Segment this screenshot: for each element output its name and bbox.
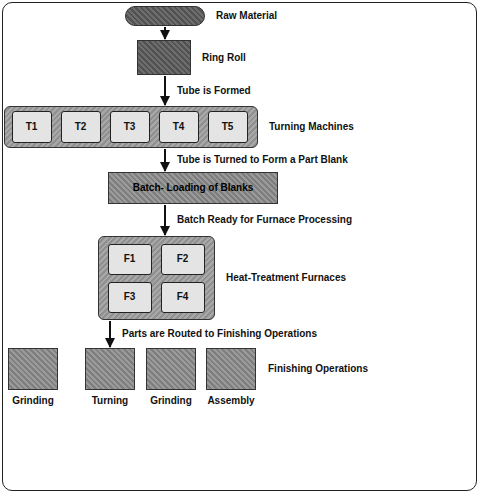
arrow-label: Tube is Turned to Form a Part Blank xyxy=(175,154,350,166)
ring-roll-box: Ring Roll xyxy=(137,40,191,75)
node-text: Turning xyxy=(92,395,128,407)
flow-arrow xyxy=(164,76,166,105)
node-text: Heat-Treatment Furnaces xyxy=(226,272,346,284)
node-text: F1 xyxy=(124,253,136,265)
flow-arrow xyxy=(164,149,166,171)
finishing-box: Assembly xyxy=(206,348,256,390)
machine-box: T4 xyxy=(159,111,199,143)
node-text: Turning Machines xyxy=(269,121,354,133)
flow-arrow xyxy=(109,321,111,347)
furnace-box: F1 xyxy=(108,244,152,275)
node-text: F4 xyxy=(177,291,189,303)
node-text: T3 xyxy=(124,121,136,133)
node-text: T2 xyxy=(75,121,87,133)
node-text: Raw Material xyxy=(216,10,277,22)
furnace-box: F3 xyxy=(108,282,152,313)
node-text: Ring Roll xyxy=(202,52,246,64)
node-text: Grinding xyxy=(12,395,54,407)
machine-box: T1 xyxy=(12,111,52,143)
node-text: F3 xyxy=(124,291,136,303)
node-text: F2 xyxy=(177,253,189,265)
batch-box: Batch- Loading of Blanks xyxy=(108,172,278,204)
node-text: T4 xyxy=(173,121,185,133)
node-text: Batch- Loading of Blanks xyxy=(133,182,254,194)
outer-frame xyxy=(2,2,477,491)
flow-arrow xyxy=(164,27,166,39)
finishing-box: Grinding xyxy=(146,348,196,390)
furnace-box: F2 xyxy=(161,244,205,275)
arrow-label: Parts are Routed to Finishing Operations xyxy=(120,328,319,340)
section-label: Finishing Operations xyxy=(268,363,368,375)
machine-box: T2 xyxy=(61,111,101,143)
furnace-group: Heat-Treatment FurnacesF1F2F3F4 xyxy=(98,236,215,320)
node-text: T5 xyxy=(222,121,234,133)
machine-box: T5 xyxy=(208,111,248,143)
machine-group: Turning MachinesT1T2T3T4T5 xyxy=(4,106,258,148)
furnace-box: F4 xyxy=(161,282,205,313)
arrow-label: Tube is Formed xyxy=(175,85,253,97)
node-text: Grinding xyxy=(150,395,192,407)
node-text: T1 xyxy=(26,121,38,133)
flow-arrow xyxy=(164,205,166,235)
machine-box: T3 xyxy=(110,111,150,143)
node-text: Assembly xyxy=(207,395,254,407)
finishing-box: Turning xyxy=(85,348,135,390)
arrow-label: Batch Ready for Furnace Processing xyxy=(175,214,354,226)
finishing-box: Grinding xyxy=(8,348,58,390)
raw-material-stock: Raw Material xyxy=(125,6,205,26)
